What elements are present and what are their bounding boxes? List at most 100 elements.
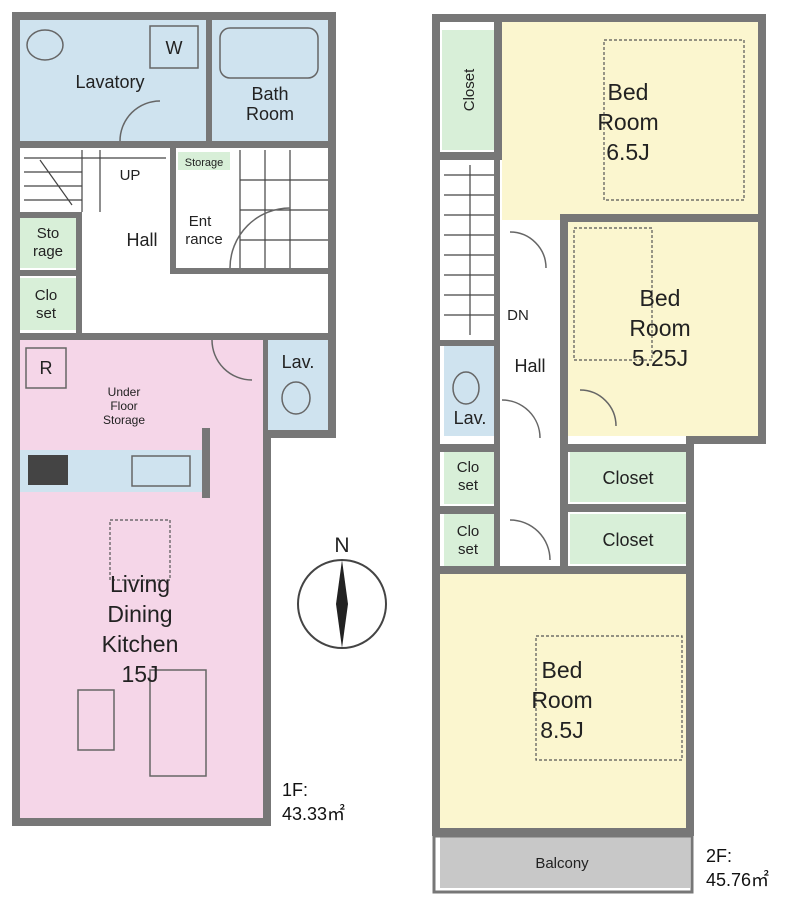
area-value-1f: 43.33㎡ (282, 803, 345, 824)
dn-label: DN (507, 307, 529, 324)
door-swing-lav-2f (501, 399, 541, 439)
closet-vertical-2f (442, 30, 494, 150)
stairs-2f (444, 165, 494, 335)
door-swing-ldk (211, 339, 253, 381)
wall-2f-right-low (686, 436, 694, 836)
ldk-room (20, 340, 263, 818)
wall-1f-right-top (328, 12, 336, 438)
up-label: UP (120, 167, 141, 184)
wall-1f-right-step (263, 430, 336, 438)
lavatory-label: Lavatory (75, 72, 144, 92)
closet1-label-1: Clo (457, 459, 480, 476)
bed1-size: 6.5J (606, 139, 649, 165)
closet-2f-b (570, 514, 686, 564)
wall-2f-closet1-top (432, 444, 500, 452)
compass-north-label: N (334, 534, 349, 557)
closet-label-1: Clo (35, 287, 58, 304)
storage-label-1: Sto (37, 225, 60, 242)
refrigerator-label: R (40, 358, 53, 378)
under-floor-label-2: Floor (110, 399, 137, 413)
bedroom-65 (502, 22, 758, 220)
lavatory-room (20, 20, 206, 141)
wall-2f-lav-r (494, 340, 500, 570)
wall-1f-closet-top (12, 270, 82, 276)
bedroom-85 (440, 570, 690, 828)
wall-2f-bed2-left (560, 214, 568, 444)
door-swing-bed2 (579, 389, 617, 427)
bath-label-1: Bath (251, 84, 288, 104)
wall-1f-lav-bath (206, 20, 212, 141)
wall-1f-toilet (263, 340, 268, 430)
area-value-2f: 45.76㎡ (706, 869, 769, 890)
door-swing-bed1 (509, 231, 547, 269)
bed2-label-2: Room (629, 315, 690, 341)
toilet-1f (268, 340, 328, 430)
ldk-label-1: Living (110, 571, 170, 597)
wall-1f-bottom (12, 818, 271, 826)
area-label-2f: 2F: (706, 846, 732, 866)
stairs-1f (24, 150, 166, 212)
wall-2f-bed1-bottom (560, 214, 766, 222)
compass: N (297, 534, 387, 649)
wall-1f-entrance-b (170, 268, 328, 274)
toilet-icon-1f (281, 381, 311, 415)
closet2-label-1: Clo (457, 523, 480, 540)
wall-1f-ldk-top (12, 333, 336, 340)
bathtub-icon (219, 27, 319, 79)
wall-2f-closet2-top (432, 506, 500, 514)
closet-2f-2 (444, 514, 494, 568)
ldk-size: 15J (121, 661, 158, 687)
bed2-label-1: Bed (640, 285, 681, 311)
bed2-size: 5.25J (632, 345, 688, 371)
wall-1f-storage-top (12, 212, 82, 218)
storage-small-label: Storage (185, 157, 224, 169)
closet-vertical-label: Closet (461, 68, 478, 111)
closet-2f-1 (444, 452, 494, 504)
closet1-label-2: set (458, 477, 479, 494)
door-swing-entrance (229, 207, 291, 269)
under-floor-label-3: Storage (103, 413, 145, 427)
wall-2f-stair-r (494, 160, 500, 340)
wall-1f-left (12, 12, 20, 826)
bed3-label-2: Room (531, 687, 592, 713)
closet-a-label: Closet (602, 468, 653, 488)
hall-label-1f: Hall (126, 230, 157, 250)
wall-1f-lav-bottom (12, 141, 336, 148)
entrance-label-1: Ent (189, 213, 212, 230)
compass-needle-icon (336, 560, 348, 648)
bed3-label-1: Bed (542, 657, 583, 683)
wall-1f-entrance-l (170, 148, 176, 274)
closet-label-2: set (36, 305, 57, 322)
dining-table-icon (109, 519, 171, 581)
closet-1f (20, 278, 76, 330)
wall-2f-top (432, 14, 766, 22)
wall-2f-right-top (758, 14, 766, 444)
storage-1f (20, 218, 76, 268)
lav-label-1f: Lav. (282, 352, 315, 372)
wall-1f-right-low (263, 430, 271, 826)
wall-2f-lav-top (432, 340, 500, 346)
bath-room (212, 20, 328, 141)
toilet-icon-2f (452, 371, 480, 405)
wall-2f-closet-r (494, 22, 502, 158)
floor-2: Closet Bed Room 6.5J Bed Room 5.25J DN H… (432, 14, 769, 894)
wall-2f-left (432, 14, 440, 836)
bed-icon-85 (535, 635, 683, 761)
lav-label-2f: Lav. (454, 408, 487, 428)
balcony-label: Balcony (535, 855, 589, 872)
bath-label-2: Room (246, 104, 294, 124)
closet2-label-2: set (458, 541, 479, 558)
bed3-size: 8.5J (540, 717, 583, 743)
ldk-label-3: Kitchen (102, 631, 179, 657)
wall-2f-closets-r (560, 444, 694, 452)
balcony (440, 836, 690, 888)
door-swing-bed3 (509, 519, 551, 561)
sofa-icon (149, 669, 207, 777)
entrance-label-2: rance (185, 231, 223, 248)
stove-icon (28, 455, 68, 485)
storage-small-1f (178, 152, 230, 170)
wall-2f-bottom (432, 828, 694, 836)
wall-1f-top (12, 12, 336, 20)
kitchen-sink-icon (131, 455, 191, 487)
